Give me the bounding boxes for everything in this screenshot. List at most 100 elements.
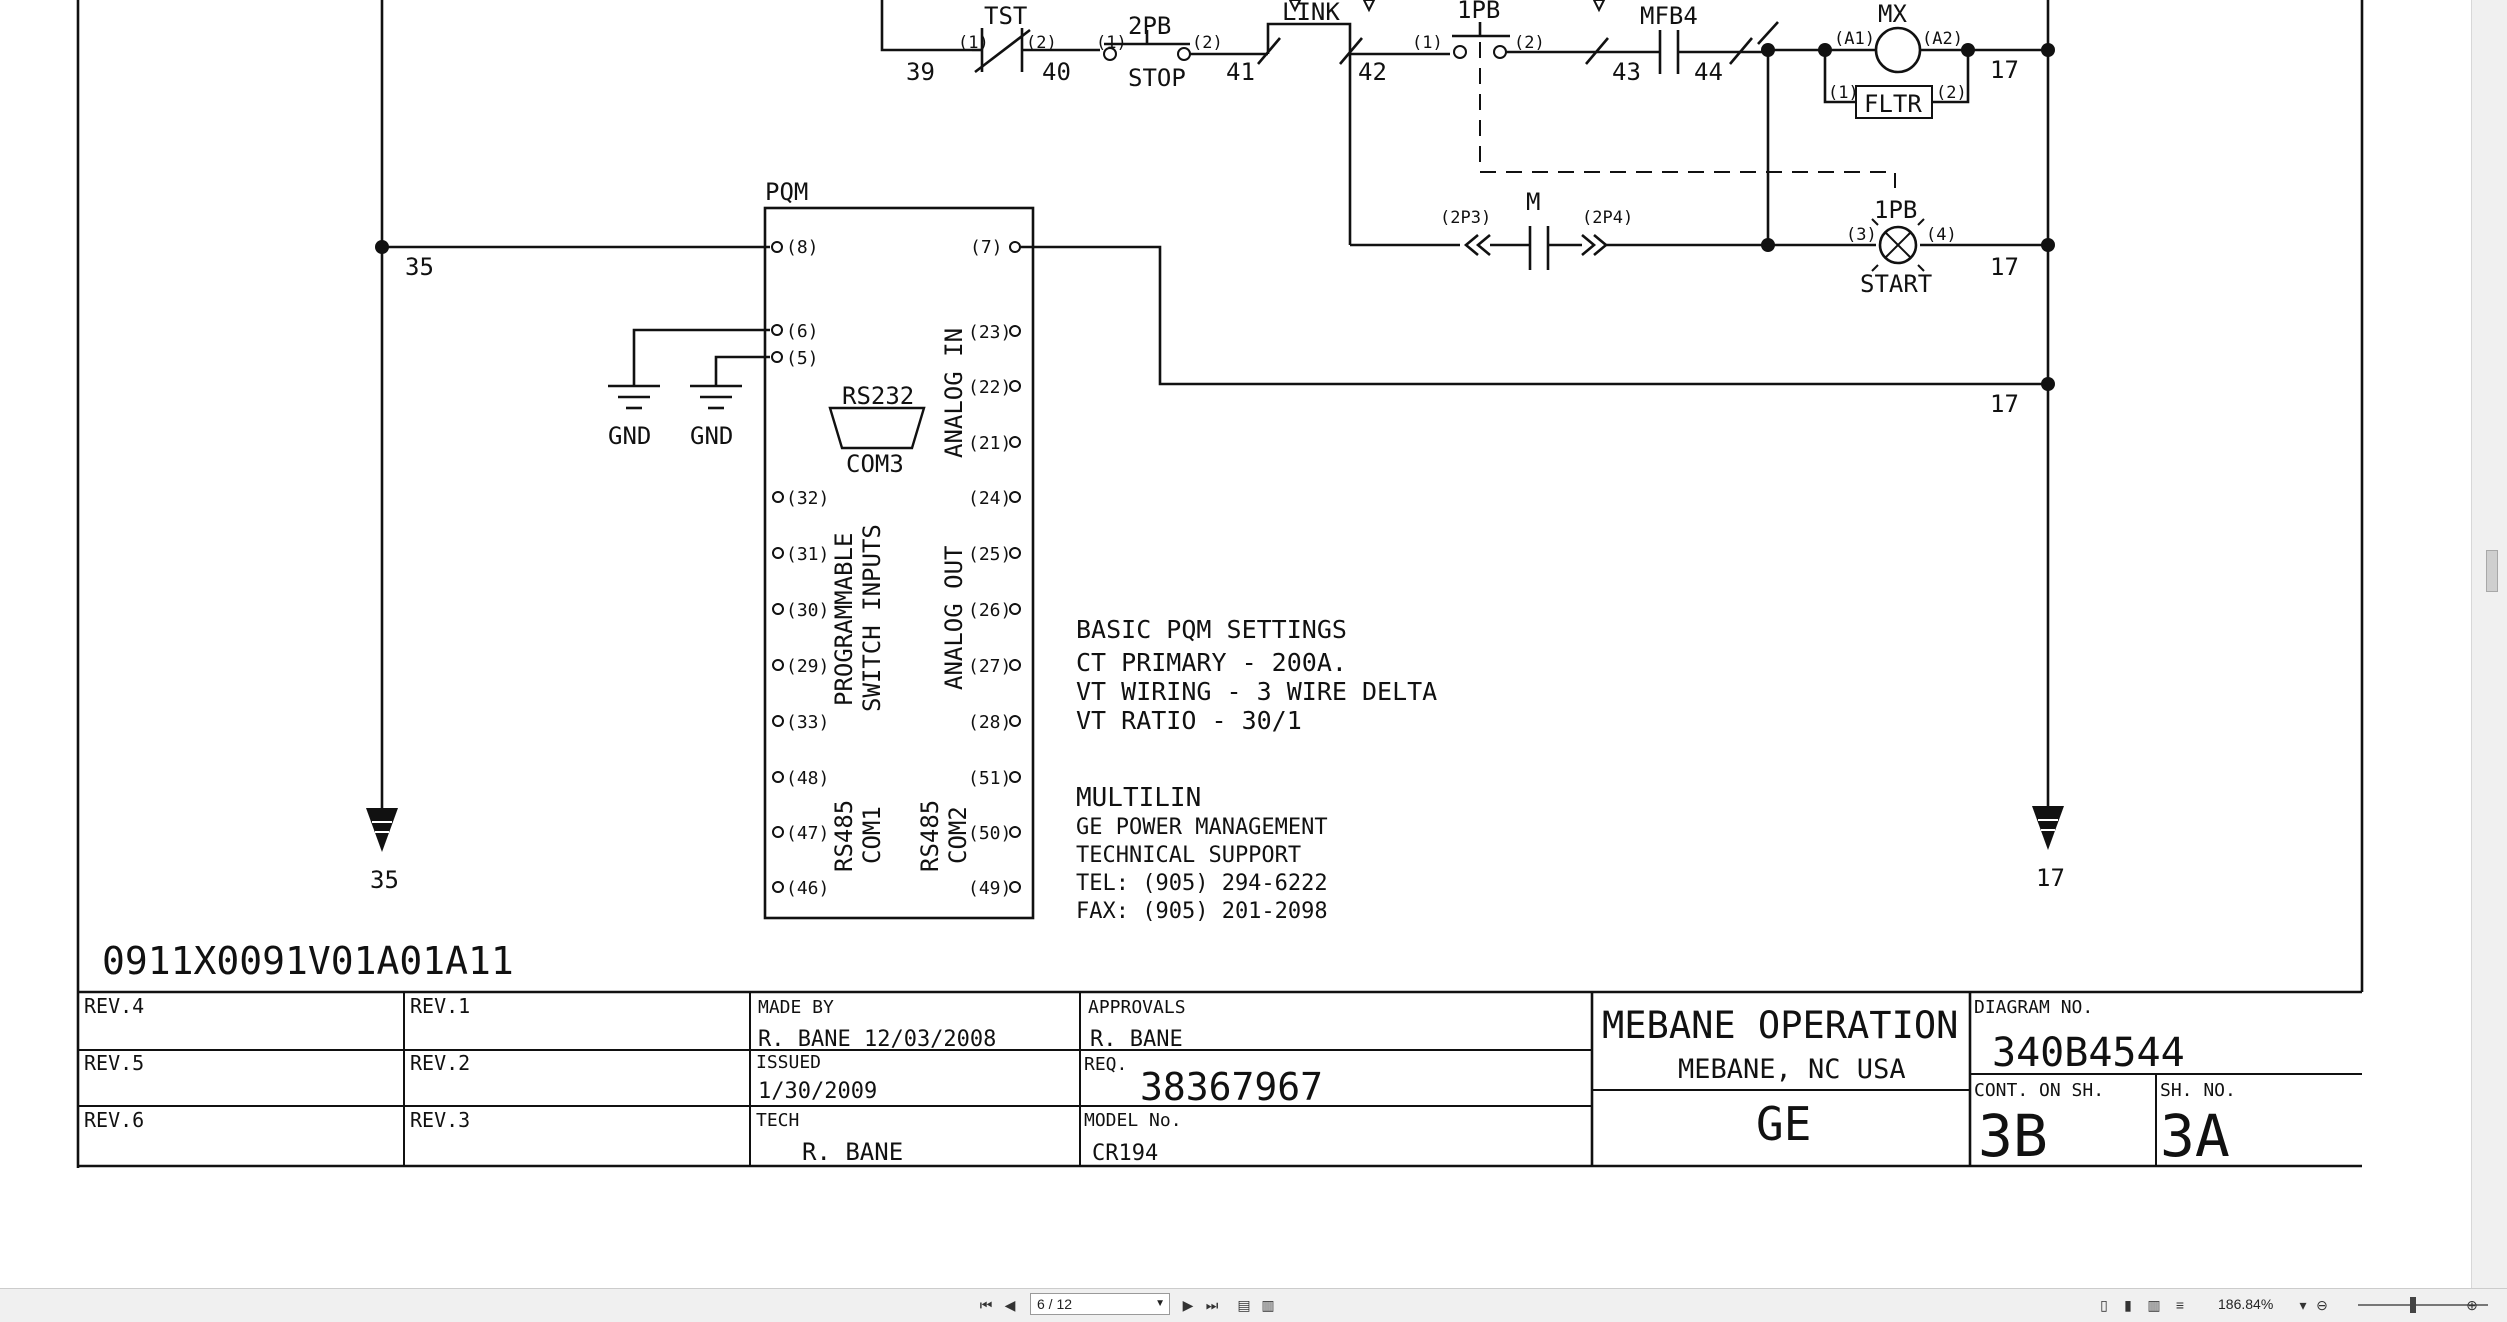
wire-pqm7-17 (1020, 245, 2048, 386)
svg-text:DIAGRAM NO.: DIAGRAM NO. (1974, 997, 2093, 1018)
svg-text:(8): (8) (786, 237, 819, 258)
plug-2p4 (1581, 234, 1597, 256)
chevron-down-icon[interactable]: ▼ (1155, 1298, 1165, 1309)
zoom-slider-knob[interactable] (2410, 1297, 2416, 1313)
svg-text:CR194: CR194 (1092, 1141, 1158, 1166)
svg-text:VT WIRING - 3 WIRE DELTA: VT WIRING - 3 WIRE DELTA (1076, 677, 1437, 706)
svg-text:(27): (27) (968, 656, 1011, 677)
document-viewport: 35 35 17 17 17 17 39 TST (1) (2) 40 2PB … (76, 0, 2364, 1170)
switch-inputs-label: SWITCH INPUTS (858, 524, 886, 712)
node-label-17-bottom: 17 (2036, 864, 2065, 892)
mfb4-label: MFB4 (1640, 2, 1698, 30)
svg-text:(2): (2) (1936, 83, 1967, 103)
node-label-43: 43 (1612, 58, 1641, 86)
zoom-out-icon[interactable]: ⊖ (2316, 1297, 2328, 1313)
svg-text:(A1): (A1) (1834, 29, 1875, 49)
wire-rung-39 (880, 0, 972, 52)
off-page-arrow-17 (2032, 806, 2064, 850)
svg-text:FAX: (905) 201-2098: FAX: (905) 201-2098 (1076, 899, 1328, 924)
rs232-label: RS232 (842, 382, 914, 410)
pqm-right-terminals: (23) (22) (21) (24) (25) (26) (27) (28) … (968, 322, 1021, 899)
pqm-left-terminals: (32) (31) (30) (29) (33) (48) (47) (46) (772, 488, 829, 899)
zoom-slider[interactable] (2358, 1297, 2488, 1313)
vertical-scrollbar[interactable] (2471, 0, 2507, 1288)
chevron-down-icon[interactable]: ▾ (2299, 1297, 2307, 1313)
svg-text:(29): (29) (786, 656, 829, 677)
page-number-input[interactable]: 6 / 12 ▼ (1030, 1293, 1170, 1315)
svg-text:3B: 3B (1978, 1102, 2048, 1170)
svg-text:(4): (4) (1926, 225, 1957, 245)
m-label: M (1526, 188, 1540, 216)
svg-text:(7): (7) (970, 237, 1003, 258)
svg-text:(2P3): (2P3) (1440, 208, 1491, 228)
rs232-connector (828, 406, 926, 450)
single-page-icon[interactable]: ▤ (1237, 1297, 1251, 1313)
svg-text:(46): (46) (786, 878, 829, 899)
gnd-label-2: GND (690, 422, 733, 450)
view-continuous-icon[interactable]: ▮ (2124, 1297, 2132, 1313)
view-split-icon[interactable]: ≡ (2175, 1297, 2185, 1313)
svg-text:(1): (1) (1828, 83, 1859, 103)
svg-text:(33): (33) (786, 712, 829, 733)
com2-label: COM2 (944, 806, 972, 864)
svg-text:(1): (1) (1412, 33, 1443, 53)
wire-pqm6-gnd (632, 328, 770, 386)
scrollbar-thumb[interactable] (2486, 550, 2498, 592)
svg-text:(21): (21) (968, 433, 1011, 454)
svg-text:CT PRIMARY - 200A.: CT PRIMARY - 200A. (1076, 648, 1347, 677)
plug-2p3 (1463, 234, 1479, 256)
com3-label: COM3 (846, 450, 904, 478)
facing-pages-icon[interactable]: ▥ (1261, 1297, 1275, 1313)
node-label-42: 42 (1358, 58, 1387, 86)
drawing-code: 0911X0091V01A01A11 (102, 939, 514, 983)
stop-label: STOP (1128, 64, 1186, 92)
svg-text:APPROVALS: APPROVALS (1088, 997, 1186, 1018)
svg-text:VT RATIO - 30/1: VT RATIO - 30/1 (1076, 706, 1302, 735)
svg-text:TEL: (905) 294-6222: TEL: (905) 294-6222 (1076, 871, 1328, 896)
svg-text:(23): (23) (968, 322, 1011, 343)
svg-text:(30): (30) (786, 600, 829, 621)
gnd-label-1: GND (608, 422, 651, 450)
stop-pb-label: 2PB (1128, 12, 1171, 40)
svg-text:(32): (32) (786, 488, 829, 509)
view-single-icon[interactable]: ▯ (2100, 1297, 2108, 1313)
svg-text:R. BANE 12/03/2008: R. BANE 12/03/2008 (758, 1027, 996, 1052)
svg-text:(49): (49) (968, 878, 1011, 899)
svg-text:(A2): (A2) (1922, 29, 1963, 49)
svg-text:38367967: 38367967 (1140, 1065, 1323, 1109)
svg-text:REV.2: REV.2 (410, 1051, 470, 1075)
zoom-in-icon[interactable]: ⊕ (2466, 1297, 2478, 1313)
wire-pqm5-gnd (714, 355, 770, 386)
pqm-box (763, 206, 1035, 920)
zoom-level: 186.84% (2218, 1296, 2274, 1312)
svg-text:(28): (28) (968, 712, 1011, 733)
svg-text:(2P4): (2P4) (1582, 208, 1633, 228)
svg-text:REV.4: REV.4 (84, 994, 144, 1018)
node-label-17-mid: 17 (1990, 253, 2019, 281)
svg-text:(2): (2) (1192, 33, 1223, 53)
svg-text:TECHNICAL SUPPORT: TECHNICAL SUPPORT (1076, 843, 1301, 868)
svg-text:3A: 3A (2160, 1102, 2230, 1170)
svg-text:REV.3: REV.3 (410, 1108, 470, 1132)
svg-text:(25): (25) (968, 544, 1011, 565)
view-facing-icon[interactable]: ▥ (2147, 1297, 2161, 1313)
fltr-label: FLTR (1864, 90, 1922, 118)
start-lamp-ref: 1PB (1874, 196, 1917, 224)
analog-out-label: ANALOG OUT (940, 546, 968, 691)
svg-text:CONT. ON SH.: CONT. ON SH. (1974, 1080, 2104, 1101)
last-page-icon[interactable]: ⏭ (1205, 1297, 1219, 1313)
first-page-icon[interactable]: ⏮ (979, 1297, 993, 1313)
rs485-com2-label: RS485 (916, 800, 944, 872)
svg-text:(50): (50) (968, 823, 1011, 844)
node-label-40: 40 (1042, 58, 1071, 86)
com1-label: COM1 (858, 806, 886, 864)
svg-text:(6): (6) (786, 321, 819, 342)
prev-page-icon[interactable]: ◀ (1004, 1297, 1016, 1313)
node-label-35-bottom: 35 (370, 866, 399, 894)
next-page-icon[interactable]: ▶ (1182, 1297, 1194, 1313)
svg-text:REV.1: REV.1 (410, 994, 470, 1018)
svg-text:(1): (1) (958, 33, 989, 53)
node-label-44: 44 (1694, 58, 1723, 86)
svg-text:MEBANE, NC USA: MEBANE, NC USA (1678, 1054, 1906, 1085)
node-label-39: 39 (906, 58, 935, 86)
